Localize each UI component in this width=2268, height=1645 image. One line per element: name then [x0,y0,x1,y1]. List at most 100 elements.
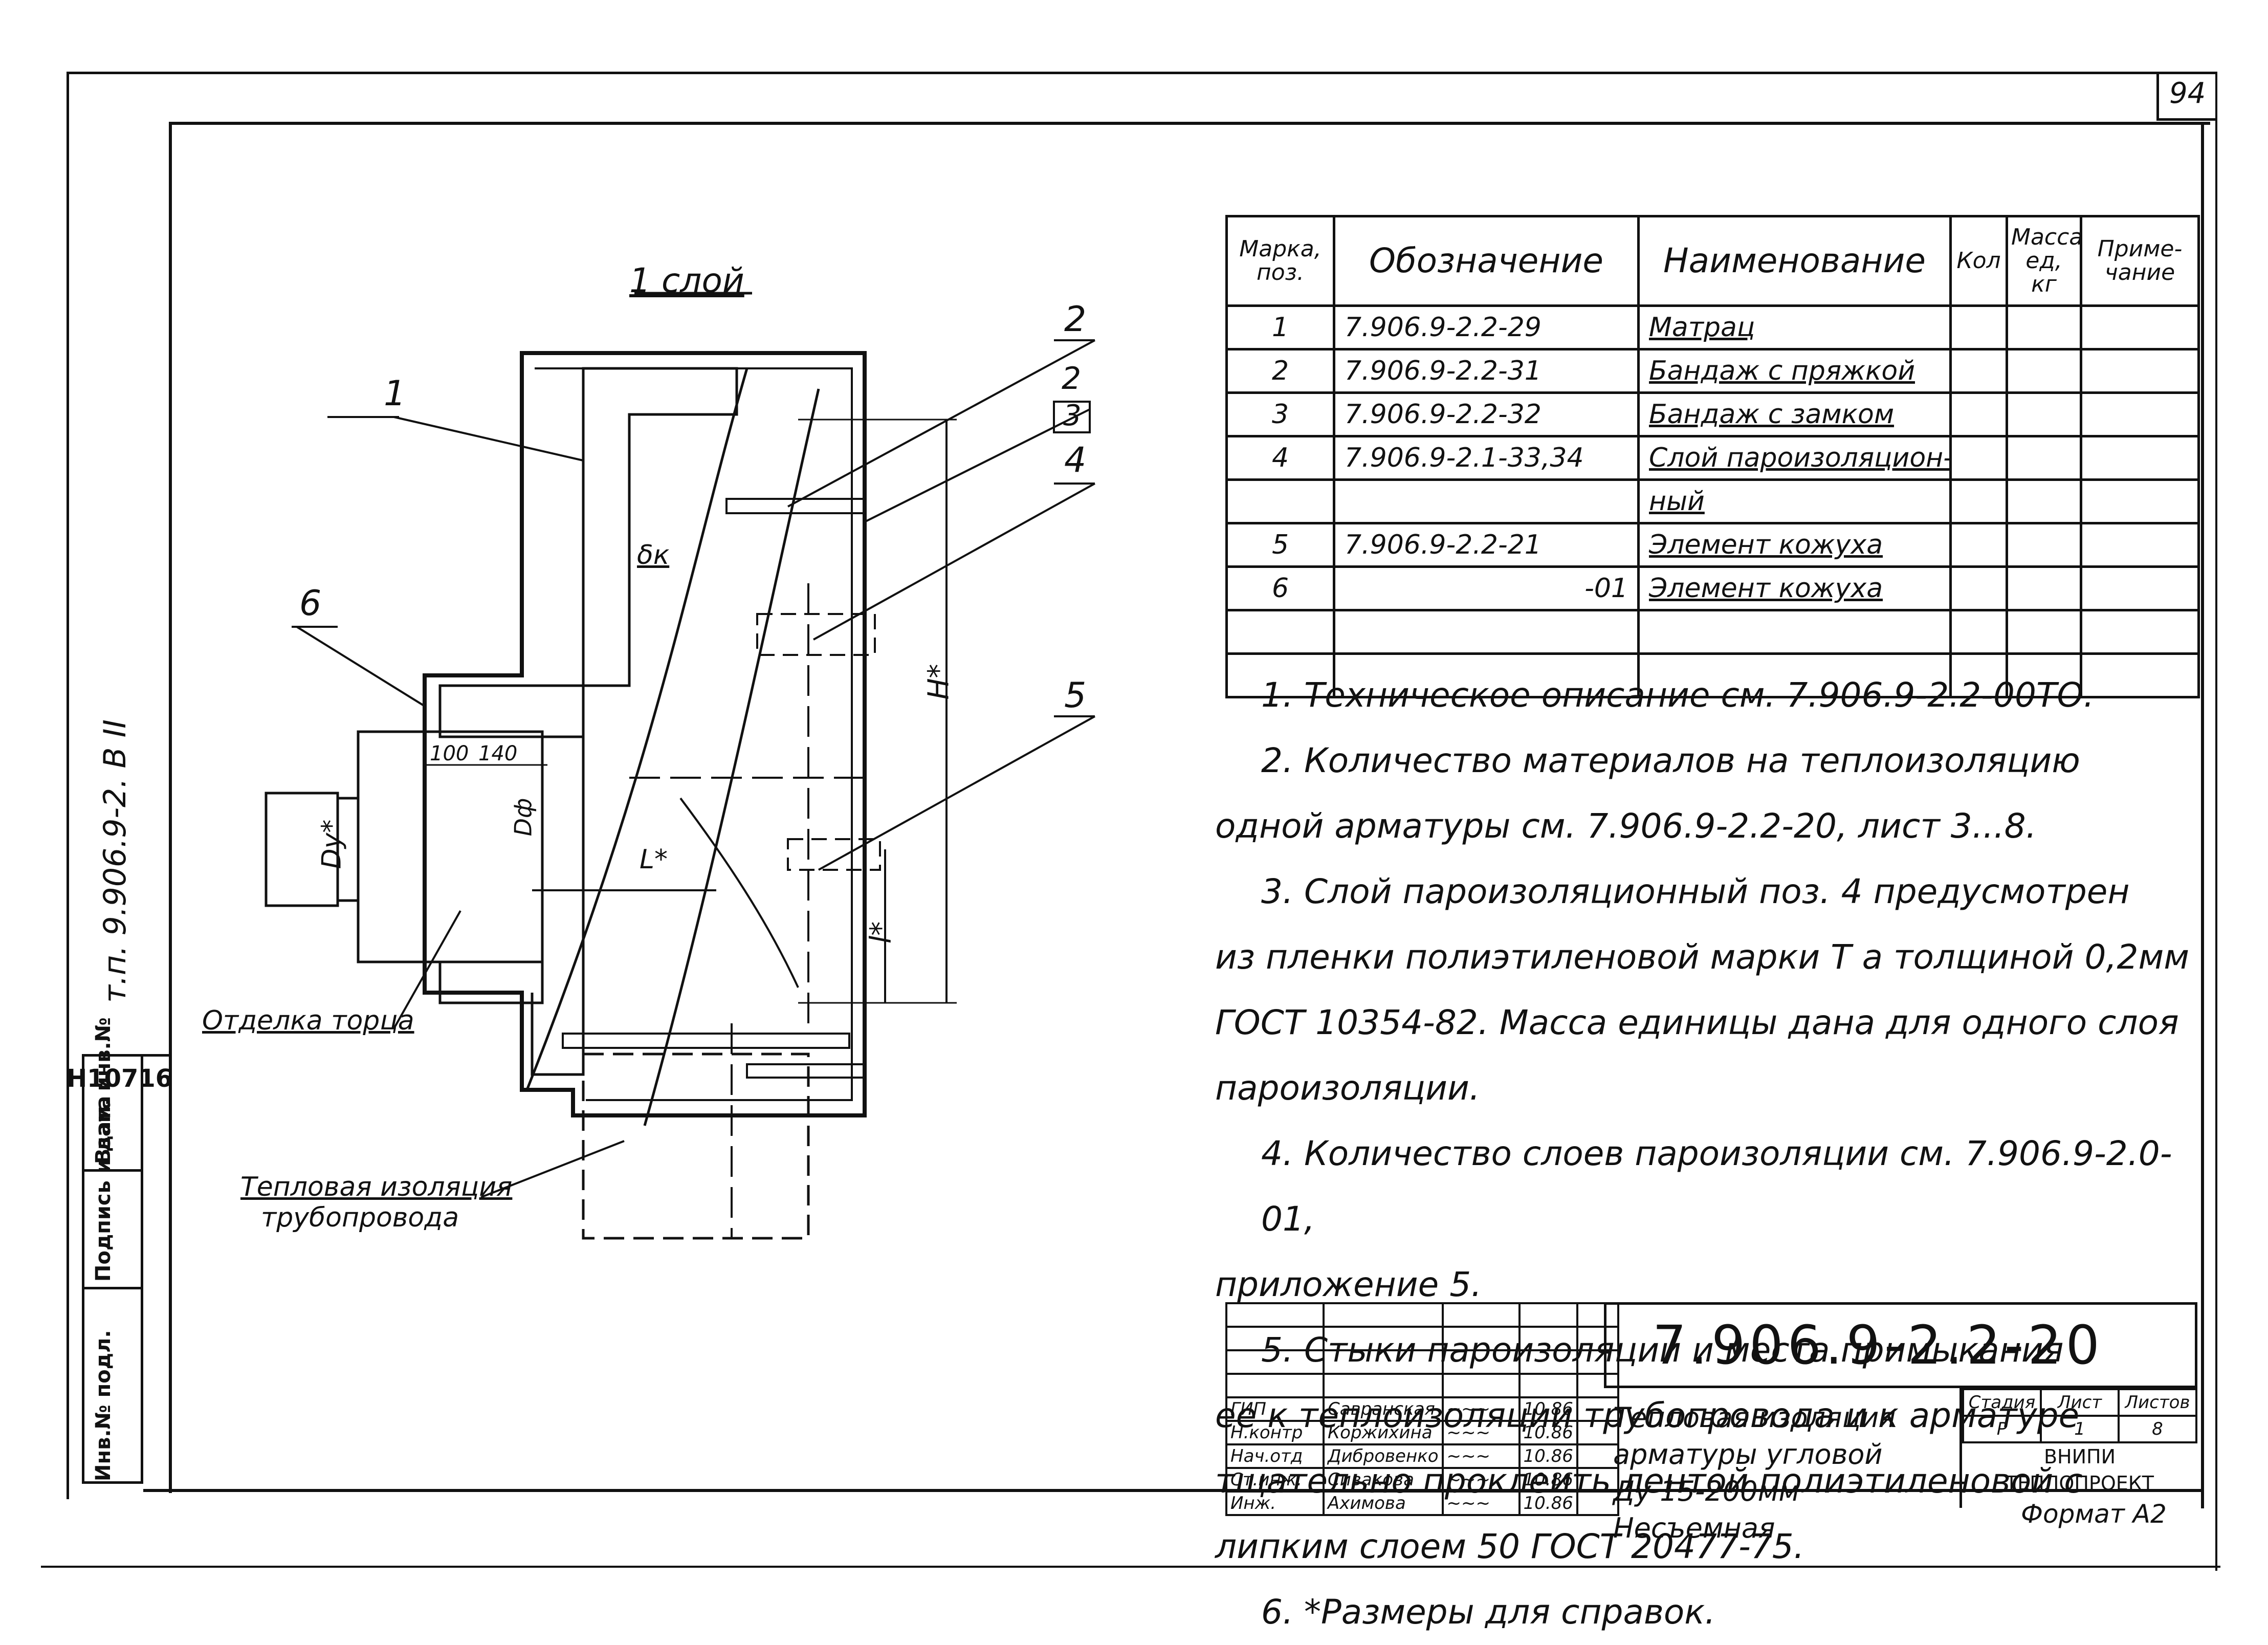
spec-code [1333,652,1640,698]
spec-mass [2006,565,2082,611]
signer-role: Нач.отд [1225,1443,1325,1469]
sign-cell [1225,1373,1325,1398]
sign-cell [1576,1490,1619,1516]
spec-name: Бандаж с замком [1637,391,1952,437]
table-row: Инж. Ахимова ~~~ 10.86 [1225,1490,1619,1516]
table-row [1225,1302,1619,1328]
title-line: Ду 15-200мм Несъемная [1613,1475,1800,1544]
spec-pos [1225,652,1335,698]
spec-name: Бандаж с пряжкой [1637,348,1952,394]
spec-header-qty: Кол [1949,215,2008,307]
sign-cell [1576,1326,1619,1351]
note-line: приложение 5. [1215,1265,1482,1304]
notes: 1. Техническое описание см. 7.906.9-2.2-… [1215,663,2203,1645]
callout-1: 1 [384,374,406,414]
signer-date: 10.86 [1518,1467,1578,1493]
signature-scribble-icon: ~~~ [1446,1399,1491,1419]
spec-code: 7.906.9-2.1-33,34 [1333,435,1640,481]
spec-name: ный [1637,478,1952,524]
signer-date: 10.86 [1518,1443,1578,1469]
sheets-header: Листов [2118,1388,2197,1417]
spec-name: Элемент кожуха [1637,522,1952,568]
callout-6: 6 [299,583,322,624]
specification-table: Марка, поз. Обозначение Наименование Кол… [1225,215,2200,698]
spec-qty [1949,304,2008,350]
label-end-finish: Отделка торца [202,1005,414,1036]
spec-code [1333,478,1640,524]
callout-5: 5 [1064,675,1087,716]
table-row [1225,652,2200,698]
spec-note [2080,478,2200,524]
title-line: арматуры угловой [1613,1438,1883,1471]
dim-140: 140 [478,742,518,765]
spec-mass [2006,609,2082,655]
sheets-value: 8 [2118,1415,2197,1443]
table-row [1225,1373,1619,1398]
section-drawing [265,292,1095,1240]
signer-name: Ахимова [1323,1490,1444,1516]
outer-frame-top [67,72,2215,74]
signer-name: Сивакова [1323,1467,1444,1493]
sign-cell [1576,1396,1619,1422]
note-line: 6. *Размеры для справок. [1261,1592,1716,1632]
document-title: Тепловая изоляция арматуры угловой Ду 15… [1604,1388,1962,1544]
note-line: липким слоем 50 ГОСТ 20477-75. [1215,1527,1804,1566]
signer-date: 10.86 [1518,1396,1578,1422]
dim-L: L* [640,844,668,875]
table-row: 6 -01 Элемент кожуха [1225,565,2200,611]
sign-cell [1323,1349,1444,1375]
signer-date: 10.86 [1518,1420,1578,1445]
table-row: 4 7.906.9-2.1-33,34 Слой пароизоляцион- [1225,435,2200,481]
spec-mass [2006,391,2082,437]
spec-pos: 3 [1225,391,1335,437]
signer-name: Дибровенко [1323,1443,1444,1469]
outer-frame-left [67,72,69,1499]
spec-qty [1949,348,2008,394]
dim-H: H* [922,664,956,700]
spec-qty [1949,435,2008,481]
sheet-header: Лист [2040,1388,2120,1417]
signer-date: 10.86 [1518,1490,1578,1516]
signature: ~~~ [1441,1490,1521,1516]
spec-qty [1949,391,2008,437]
format-label: Формат А2 [2021,1499,2167,1529]
spec-code [1333,609,1640,655]
table-row: Р 1 8 [1962,1415,2197,1443]
signature: ~~~ [1441,1443,1521,1469]
stage-table: Стадия Лист Листов Р 1 8 [1962,1388,2197,1443]
sign-cell [1576,1302,1619,1328]
spec-pos: 5 [1225,522,1335,568]
spec-name [1637,609,1952,655]
table-row: Стадия Лист Листов [1962,1388,2197,1417]
inner-frame-top [169,122,2210,125]
spec-mass [2006,435,2082,481]
spec-pos: 6 [1225,565,1335,611]
note-line: 1. Техническое описание см. 7.906.9-2.2-… [1261,675,2095,715]
spec-mass [2006,348,2082,394]
inner-frame-left [169,122,172,1493]
note-line: ГОСТ 10354-82. Масса единицы дана для од… [1215,1003,2179,1042]
spec-note [2080,391,2200,437]
callout-2: 2 [1064,299,1087,340]
spec-note [2080,304,2200,350]
stage-value: Р [1962,1415,2042,1443]
signature-scribble-icon: ~~~ [1446,1469,1491,1490]
sign-cell [1518,1326,1578,1351]
spec-qty [1949,522,2008,568]
callout-3: 3 [1063,399,1082,432]
dim-du: Dу* [316,819,347,869]
spec-header-code: Обозначение [1333,215,1640,307]
sign-cell [1225,1349,1325,1375]
margin-strip: Инв.№ подл. Подпись и дата Взам. инв.№ [82,1017,143,1484]
sheet-value: 1 [2040,1415,2120,1443]
spec-header-note: Приме-чание [2080,215,2200,307]
sign-cell [1518,1349,1578,1375]
sign-cell [1441,1326,1521,1351]
spec-pos [1225,478,1335,524]
spec-note [2080,522,2200,568]
signature-scribble-icon: ~~~ [1446,1493,1491,1514]
spec-mass [2006,478,2082,524]
spec-name: Матрац [1637,304,1952,350]
title-block: ГИП Савранская ~~~ 10.86 Н.контр Коржихи… [1225,1302,2197,1544]
